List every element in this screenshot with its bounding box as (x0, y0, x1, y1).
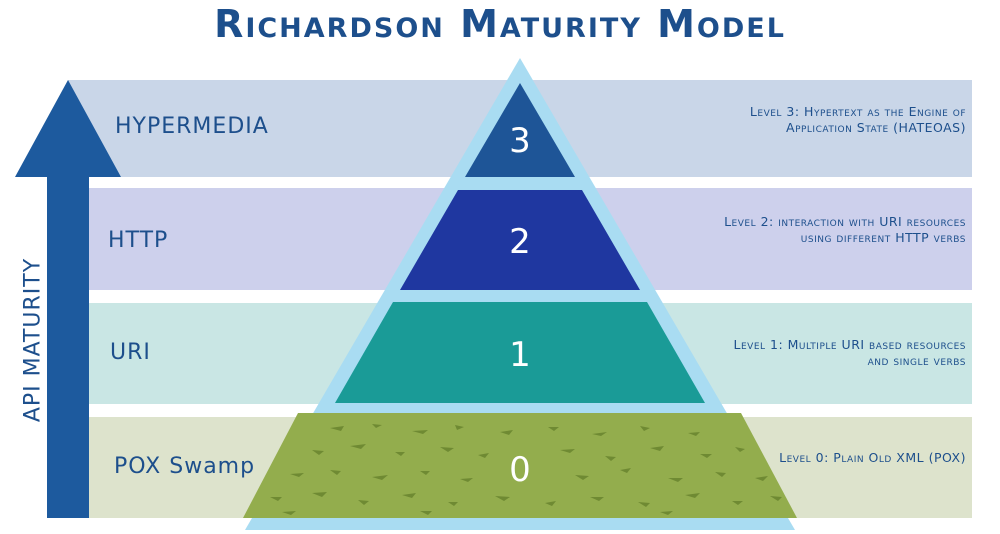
level-name-3: HYPERMEDIA (115, 114, 269, 139)
pyramid-tier-2 (400, 190, 640, 290)
level-name-2: HTTP (108, 228, 169, 253)
level-description-1: Level 1: Multiple URI based resources an… (733, 337, 966, 368)
level-name-0: POX Swamp (114, 454, 256, 479)
swamp-texture (270, 424, 782, 515)
level-name-1: URI (110, 340, 151, 365)
level-description-0: Level 0: Plain Old XML (POX) (779, 450, 966, 465)
level-number-0: 0 (509, 450, 531, 490)
level-number-2: 2 (509, 222, 531, 262)
pyramid-outline (245, 58, 795, 530)
level-number-3: 3 (509, 121, 531, 161)
level-number-1: 1 (509, 335, 531, 375)
pyramid-tier-0 (243, 413, 797, 518)
pyramid-tier-3 (465, 83, 575, 177)
axis-label: API Maturity (20, 257, 46, 423)
maturity-arrow-icon (15, 80, 121, 518)
level-description-3: Level 3: Hypertext as the Engine of Appl… (749, 104, 966, 135)
level-description-2: Level 2: interaction with URI resources … (724, 214, 966, 245)
pyramid-tier-1 (335, 302, 705, 403)
page-title: Richardson Maturity Model (214, 2, 786, 46)
